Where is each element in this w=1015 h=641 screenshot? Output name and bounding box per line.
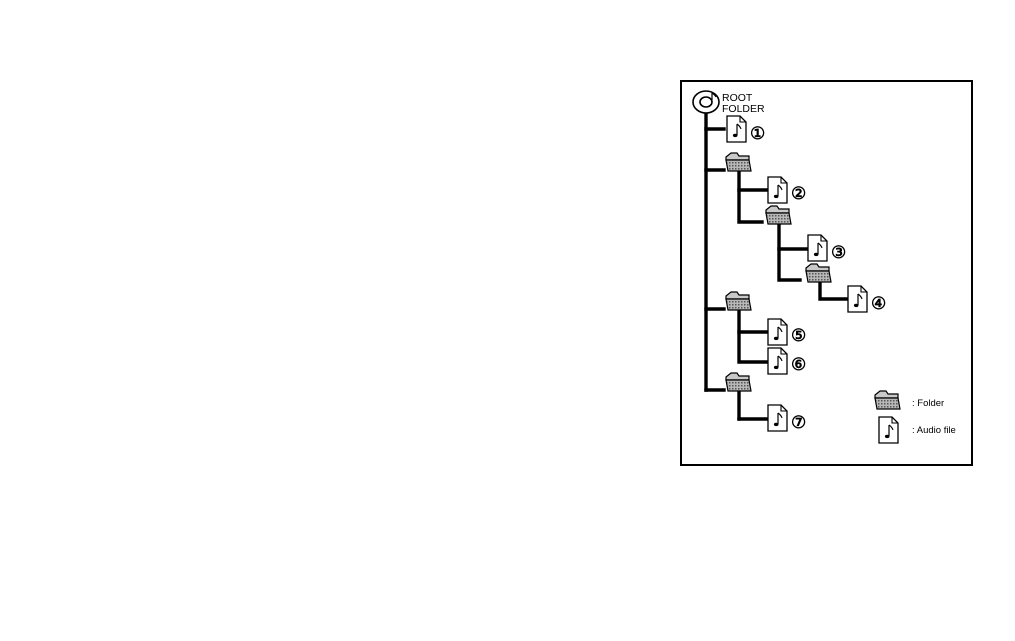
audio-file-icon xyxy=(768,177,787,203)
audio-file-icon xyxy=(848,286,867,312)
file-number-4: ④ xyxy=(871,294,886,313)
folder-icon xyxy=(806,264,831,282)
folder-icon xyxy=(726,153,751,171)
audio-file-icon xyxy=(768,319,787,345)
file-number-2: ② xyxy=(791,184,806,203)
folder-structure-diagram: ROOT FOLDER ① ② ③ ④ ⑤ ⑥ ⑦ : Folder : Aud… xyxy=(680,80,973,466)
file-number-7: ⑦ xyxy=(791,413,806,432)
file-number-1: ① xyxy=(750,124,765,143)
folder-icon xyxy=(726,373,751,391)
file-number-5: ⑤ xyxy=(791,326,806,345)
audio-file-icon xyxy=(768,348,787,374)
file-number-3: ③ xyxy=(831,243,846,262)
folder-icon xyxy=(766,206,791,224)
folder-icon xyxy=(726,292,751,310)
disc-icon xyxy=(693,91,719,113)
legend-folder-label: : Folder xyxy=(912,398,944,409)
audio-file-icon xyxy=(727,116,746,142)
file-number-6: ⑥ xyxy=(791,355,806,374)
root-label-line2: FOLDER xyxy=(722,103,765,115)
legend-audio-label: : Audio file xyxy=(912,425,956,436)
audio-file-icon xyxy=(808,235,827,261)
legend-folder-icon xyxy=(875,391,900,409)
legend-audio-file-icon xyxy=(879,417,898,443)
audio-file-icon xyxy=(768,405,787,431)
legend: : Folder : Audio file xyxy=(875,391,956,443)
